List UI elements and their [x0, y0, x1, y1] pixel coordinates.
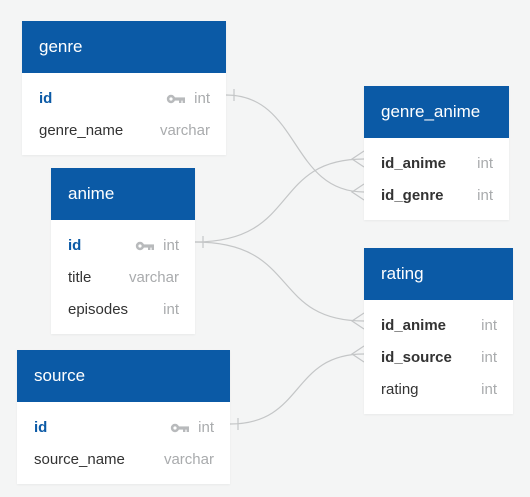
field-row[interactable]: id_genre int — [364, 180, 509, 212]
field-row[interactable]: source_name varchar — [17, 444, 230, 476]
field-row[interactable]: id_source int — [364, 342, 513, 374]
relation-line — [194, 158, 365, 243]
relation-anime-genre-anime — [194, 150, 365, 248]
table-fields: id int source_name varchar — [17, 402, 230, 484]
relation-line — [225, 94, 365, 193]
field-name: id_anime — [381, 155, 447, 172]
field-type: int — [163, 301, 179, 318]
table-rating[interactable]: rating id_anime int id_source int rating… — [364, 248, 513, 414]
field-name: id_genre — [381, 187, 444, 204]
table-anime[interactable]: anime id int title varchar episodes int — [51, 168, 195, 334]
key-icon — [170, 423, 189, 433]
field-type: varchar — [163, 451, 214, 468]
table-genre-anime[interactable]: genre_anime id_anime int id_genre int — [364, 86, 509, 220]
field-name: title — [68, 269, 92, 286]
field-row[interactable]: id int — [51, 230, 195, 262]
many-marker — [350, 312, 365, 330]
table-header[interactable]: genre_anime — [364, 86, 509, 138]
table-header[interactable]: anime — [51, 168, 195, 220]
relation-anime-rating — [194, 241, 365, 330]
field-type: int — [163, 237, 179, 254]
key-icon — [135, 241, 154, 251]
field-name: id_anime — [381, 317, 447, 334]
table-header[interactable]: rating — [364, 248, 513, 300]
field-type: int — [481, 381, 497, 398]
field-name: id — [34, 419, 48, 436]
field-type: int — [477, 155, 493, 172]
field-name: id — [68, 237, 82, 254]
field-type: int — [481, 317, 497, 334]
field-name: id_source — [381, 349, 452, 366]
table-fields: id_anime int id_genre int — [364, 138, 509, 220]
field-type: int — [194, 90, 210, 107]
field-row[interactable]: genre_name varchar — [22, 115, 226, 147]
many-marker — [350, 183, 365, 201]
table-source[interactable]: source id int source_name varchar — [17, 350, 230, 484]
table-header[interactable]: source — [17, 350, 230, 402]
field-row[interactable]: title varchar — [51, 262, 195, 294]
relation-line — [194, 241, 365, 322]
field-row[interactable]: id_anime int — [364, 148, 509, 180]
field-type: int — [198, 419, 214, 436]
field-row[interactable]: id int — [17, 412, 230, 444]
field-row[interactable]: episodes int — [51, 294, 195, 326]
field-type: int — [481, 349, 497, 366]
field-name: id — [39, 90, 53, 107]
table-genre[interactable]: genre id int genre_name varchar — [22, 21, 226, 155]
field-row[interactable]: id_anime int — [364, 310, 513, 342]
field-type: int — [477, 187, 493, 204]
field-name: episodes — [68, 301, 129, 318]
field-name: genre_name — [39, 122, 124, 139]
table-fields: id int genre_name varchar — [22, 73, 226, 155]
key-icon — [166, 94, 185, 104]
table-fields: id int title varchar episodes int — [51, 220, 195, 334]
field-row[interactable]: rating int — [364, 374, 513, 406]
table-fields: id_anime int id_source int rating int — [364, 300, 513, 414]
many-marker — [350, 345, 365, 363]
relation-line — [229, 353, 365, 425]
field-type: varchar — [159, 122, 210, 139]
field-name: source_name — [34, 451, 125, 468]
field-type: varchar — [128, 269, 179, 286]
relation-source-rating — [229, 345, 365, 430]
field-row[interactable]: id int — [22, 83, 226, 115]
relation-genre-genre-anime — [225, 89, 365, 201]
field-name: rating — [381, 381, 419, 398]
table-header[interactable]: genre — [22, 21, 226, 73]
many-marker — [350, 150, 365, 168]
